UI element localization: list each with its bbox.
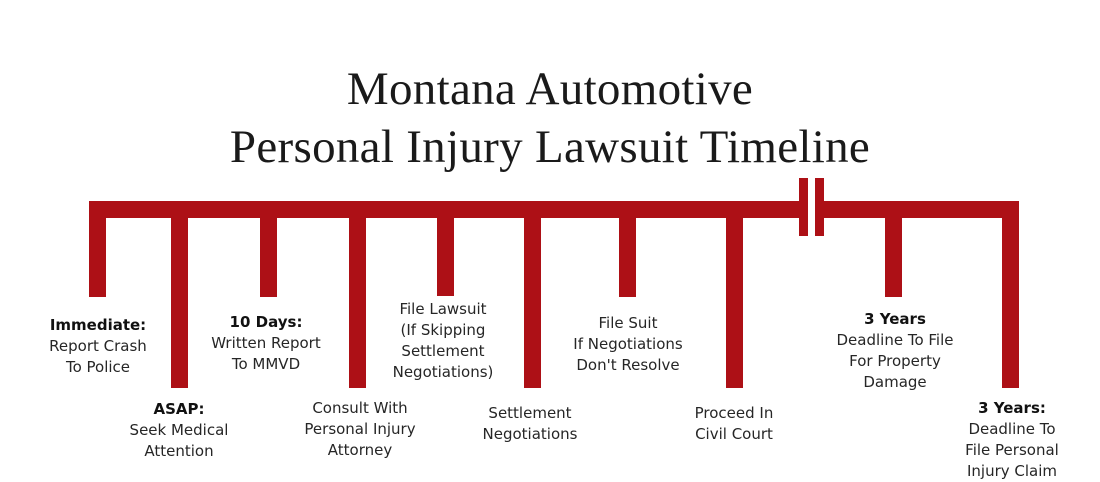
event-line: Injury Claim [966,462,1058,480]
timeline-break-gap [808,201,815,218]
event-line: Written Report [211,334,321,352]
event-line: Personal Injury [304,420,416,438]
event-line: Proceed In [694,404,774,422]
event-10-days: 10 Days: Written Report To MMVD [181,312,351,375]
event-3-years-personal: 3 Years: Deadline To File Personal Injur… [927,398,1097,482]
event-consult-attorney: Consult With Personal Injury Attorney [275,398,445,461]
title-line-2: Personal Injury Lawsuit Timeline [229,121,871,173]
event-line: Deadline To [968,420,1056,438]
stem-proceed [726,201,743,388]
event-asap: ASAP: Seek Medical Attention [94,399,264,462]
event-line: Deadline To File [836,331,954,349]
event-line: Settlement [401,342,485,360]
event-line: File Lawsuit [399,300,487,318]
event-proceed-civil-court: Proceed In Civil Court [649,403,819,445]
event-line: Negotiations [482,425,578,443]
event-settlement-negotiations: Settlement Negotiations [445,403,615,445]
event-line: For Property [849,352,941,370]
event-line: Settlement [488,404,572,422]
event-line: Seek Medical [129,421,229,439]
event-heading: 10 Days: [229,313,303,331]
event-line: Don't Resolve [576,356,680,374]
timeline-main-bar [89,201,1019,218]
event-line: (If Skipping [400,321,486,339]
event-line: Attention [144,442,214,460]
event-immediate: Immediate: Report Crash To Police [13,315,183,378]
event-heading: 3 Years: [978,399,1046,417]
stem-asap [171,201,188,388]
stem-consult [349,201,366,388]
event-line: If Negotiations [573,335,683,353]
stem-file-suit [619,201,636,297]
event-line: File Personal [965,441,1059,459]
timeline-break-mark-left [799,178,808,236]
stem-immediate [89,201,106,297]
event-heading: Immediate: [49,316,147,334]
stem-3-years-personal [1002,201,1019,388]
event-line: Civil Court [695,425,773,443]
stem-file-lawsuit [437,201,454,296]
event-heading: ASAP: [153,400,205,418]
event-line: File Suit [598,314,658,332]
event-heading: 3 Years [864,310,926,328]
stem-3-years-property [885,201,902,297]
timeline-break-mark-right [815,178,824,236]
event-file-suit: File Suit If Negotiations Don't Resolve [543,313,713,376]
event-line: Damage [863,373,927,391]
event-line: To Police [65,358,131,376]
event-line: Consult With [312,399,408,417]
event-file-lawsuit: File Lawsuit (If Skipping Settlement Neg… [358,299,528,383]
stem-settlement [524,201,541,388]
stem-10-days [260,201,277,297]
event-line: Attorney [327,441,393,459]
event-line: To MMVD [231,355,301,373]
event-line: Report Crash [49,337,147,355]
title-line-1: Montana Automotive [346,63,754,115]
event-line: Negotiations) [392,363,494,381]
event-3-years-property: 3 Years Deadline To File For Property Da… [810,309,980,393]
